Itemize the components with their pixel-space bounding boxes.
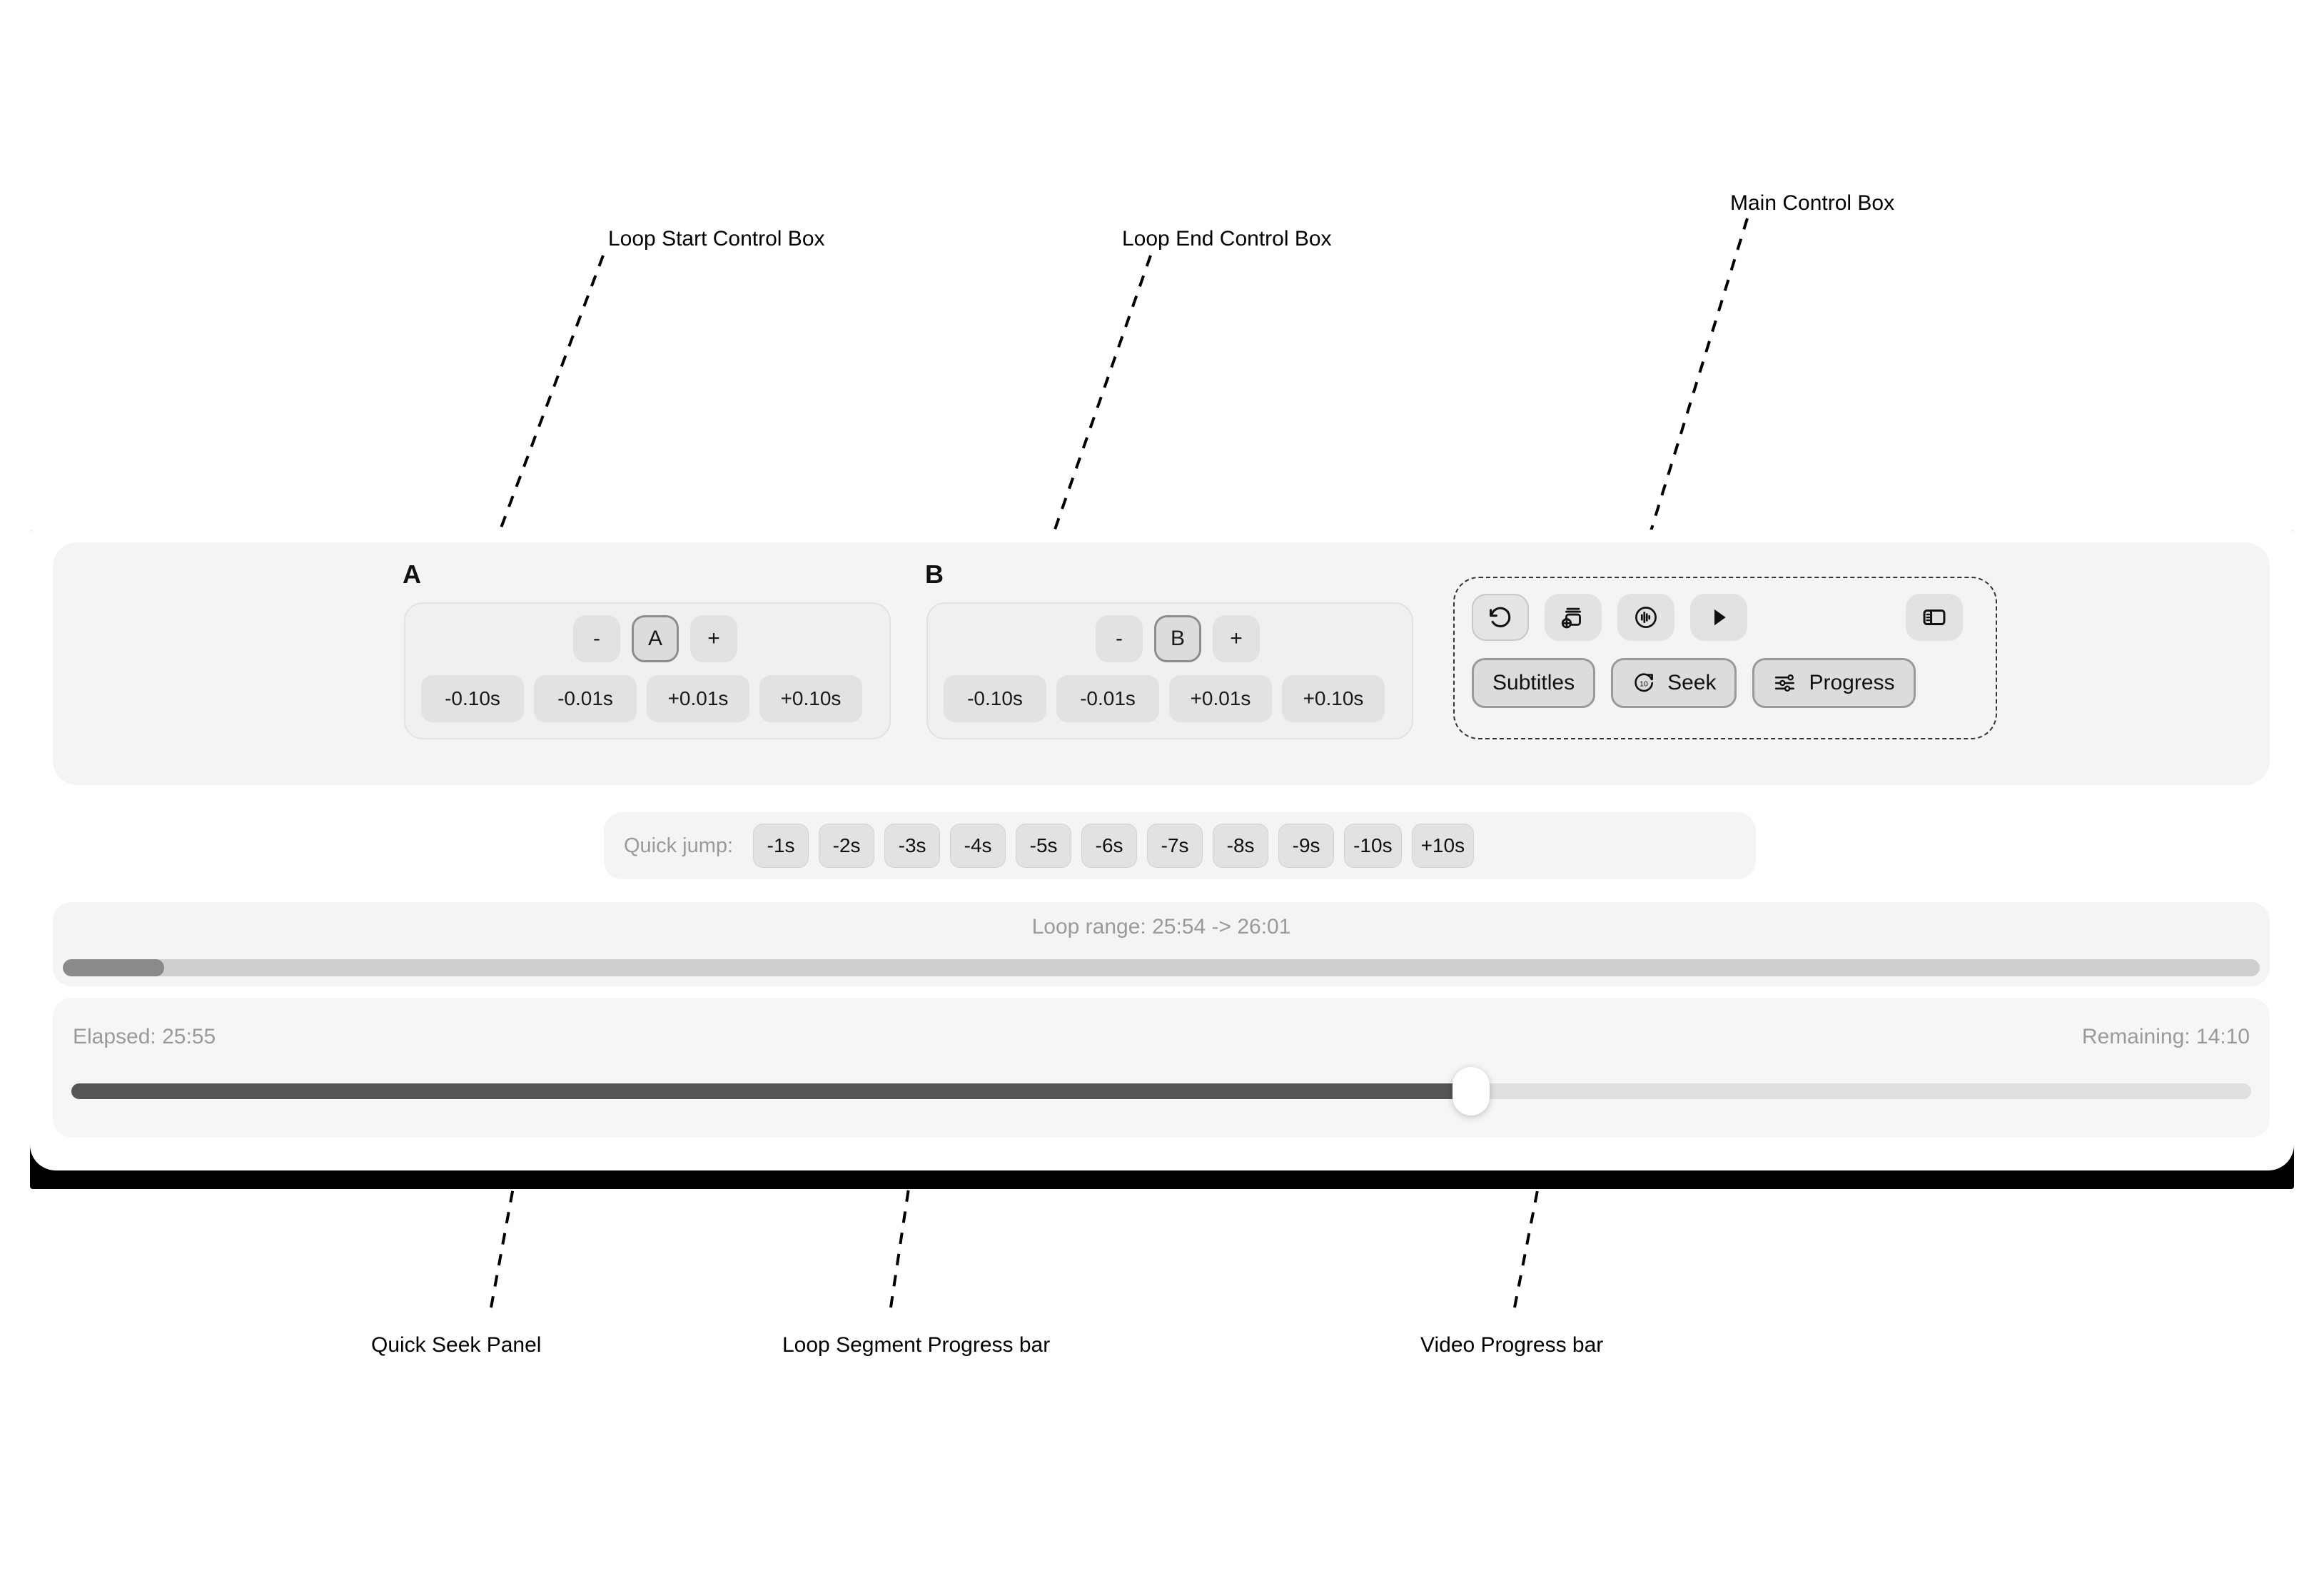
loop-start-step-row: -0.10s -0.01s +0.01s +0.10s [421,675,862,722]
loop-start-step-plus-001[interactable]: +0.01s [647,675,749,722]
rotate-ccw-icon [1490,607,1511,627]
save-clip-button[interactable] [1545,594,1602,641]
annotation-video-progress-bar: Video Progress bar [1420,1333,1604,1357]
panel-toggle-button[interactable] [1906,594,1963,641]
video-progress-fill [71,1083,1471,1099]
add-to-stack-icon [1561,607,1581,629]
loop-end-control-box: - B + -0.10s -0.01s +0.01s +0.10s [926,602,1413,739]
loop-start-nudge-row: - A + [573,615,737,662]
quick-jump-minus-3s[interactable]: -3s [884,824,941,868]
main-control-icon-row [1472,594,1747,641]
quick-jump-minus-5s[interactable]: -5s [1016,824,1072,868]
sidebar-panel-icon [1923,609,1946,626]
subtitles-label: Subtitles [1492,671,1575,694]
loop-start-plus-button[interactable]: + [690,615,737,662]
loop-start-step-minus-010[interactable]: -0.10s [421,675,524,722]
top-control-strip: A - A + -0.10s -0.01s +0.01s +0.10s B - … [53,542,2270,785]
loop-end-step-minus-001[interactable]: -0.01s [1056,675,1159,722]
annotation-loop-end-control-box: Loop End Control Box [1122,227,1332,251]
quick-jump-minus-10s[interactable]: -10s [1344,824,1402,868]
loop-end-plus-button[interactable]: + [1213,615,1260,662]
quick-jump-minus-1s[interactable]: -1s [753,824,809,868]
annotation-main-control-box: Main Control Box [1730,191,1895,215]
quick-jump-minus-7s[interactable]: -7s [1147,824,1203,868]
quick-jump-minus-6s[interactable]: -6s [1081,824,1138,868]
loop-end-nudge-row: - B + [1096,615,1260,662]
svg-text:10: 10 [1640,681,1648,689]
restart-button[interactable] [1472,594,1529,641]
quick-jump-minus-9s[interactable]: -9s [1278,824,1335,868]
play-button[interactable] [1690,594,1747,641]
loop-segment-progress-bar[interactable] [63,959,2260,976]
video-progress-thumb[interactable] [1452,1067,1490,1116]
loop-start-minus-button[interactable]: - [573,615,620,662]
loop-end-minus-button[interactable]: - [1096,615,1143,662]
quick-jump-minus-8s[interactable]: -8s [1213,824,1269,868]
quick-seek-panel: Quick jump: -1s -2s -3s -4s -5s -6s -7s … [604,812,1756,879]
annotation-loop-start-control-box: Loop Start Control Box [608,227,825,251]
video-progress-panel: Elapsed: 25:55 Remaining: 14:10 [53,998,2270,1138]
loop-end-letter: B [925,560,944,589]
loop-end-step-row: -0.10s -0.01s +0.01s +0.10s [944,675,1385,722]
loop-end-step-plus-001[interactable]: +0.01s [1169,675,1272,722]
quick-jump-minus-2s[interactable]: -2s [819,824,875,868]
loop-start-marker-button[interactable]: A [632,615,679,662]
quick-jump-plus-10s[interactable]: +10s [1411,824,1475,868]
waveform-icon [1635,607,1657,628]
annotation-loop-segment-progress-bar: Loop Segment Progress bar [782,1333,1051,1357]
loop-end-step-minus-010[interactable]: -0.10s [944,675,1046,722]
main-control-pill-row: Subtitles 10 Seek Progr [1472,658,1916,708]
sliders-icon [1775,674,1795,692]
loop-end-step-plus-010[interactable]: +0.10s [1282,675,1385,722]
loop-end-marker-button[interactable]: B [1154,615,1201,662]
loop-start-step-minus-001[interactable]: -0.01s [534,675,637,722]
loop-segment-progress-panel: Loop range: 25:54 -> 26:01 [53,902,2270,986]
forward-10-icon: 10 [1635,673,1654,692]
audio-button[interactable] [1617,594,1674,641]
play-icon [1714,609,1726,626]
elapsed-label: Elapsed: 25:55 [73,1025,216,1048]
seek-label: Seek [1667,671,1717,694]
annotation-quick-seek-panel: Quick Seek Panel [371,1333,542,1357]
loop-start-control-box: - A + -0.10s -0.01s +0.01s +0.10s [404,602,891,739]
loop-range-text: Loop range: 25:54 -> 26:01 [1031,915,1291,939]
seek-button[interactable]: 10 Seek [1611,658,1737,708]
quick-jump-label: Quick jump: [624,834,734,857]
loop-segment-progress-fill [63,959,164,976]
main-control-box: Subtitles 10 Seek Progr [1453,577,1997,739]
progress-button[interactable]: Progress [1752,658,1916,708]
subtitles-button[interactable]: Subtitles [1472,658,1596,708]
loop-start-letter: A [403,560,421,589]
video-progress-bar[interactable] [71,1067,2251,1116]
remaining-label: Remaining: 14:10 [2081,1025,2250,1048]
quick-jump-minus-4s[interactable]: -4s [950,824,1006,868]
loop-start-step-plus-010[interactable]: +0.10s [759,675,862,722]
player-window: A - A + -0.10s -0.01s +0.01s +0.10s B - … [30,530,2294,1170]
progress-label: Progress [1809,671,1895,694]
